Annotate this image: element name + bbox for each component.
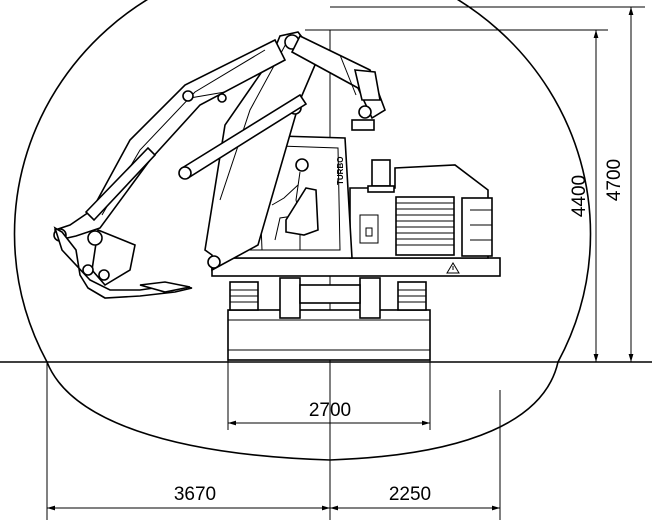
undercarriage — [227, 277, 431, 361]
svg-text:4700: 4700 — [604, 159, 625, 201]
dim-3670: 3670 — [46, 362, 330, 520]
dim-2250: 2250 — [330, 390, 501, 520]
stick-cylinder — [290, 34, 386, 131]
dim-2700: 2700 — [227, 360, 431, 430]
dim-4400: 4400 — [569, 30, 599, 362]
boom-cylinder — [178, 93, 308, 180]
operator — [271, 158, 319, 250]
dim-4700: 4700 — [604, 7, 634, 362]
bucket-cylinder — [84, 146, 157, 222]
warning-triangle-icon — [446, 262, 460, 274]
svg-text:2700: 2700 — [309, 400, 351, 421]
engine-grille — [395, 196, 455, 256]
svg-text:4400: 4400 — [569, 175, 590, 217]
svg-text:3670: 3670 — [174, 484, 216, 505]
bucket — [53, 226, 193, 299]
cab-logo: TURBO — [336, 157, 345, 185]
svg-text:2250: 2250 — [389, 484, 431, 505]
